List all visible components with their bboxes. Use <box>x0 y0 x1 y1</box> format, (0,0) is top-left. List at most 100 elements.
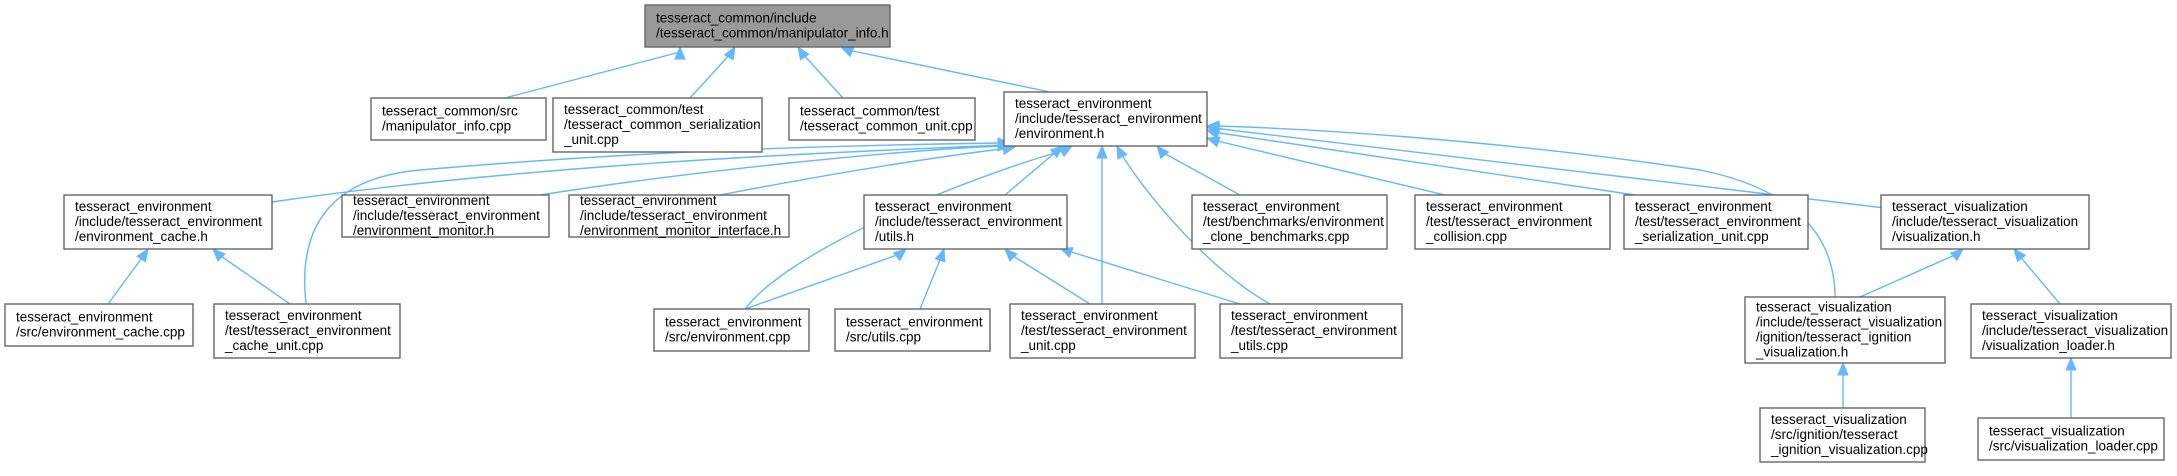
edge-line <box>539 145 1005 196</box>
node-box <box>1759 407 1926 463</box>
node-label-line: _ignition_visualization.cpp <box>1770 442 1928 457</box>
node-label-line: /visualization.h <box>1892 229 1981 244</box>
node-box <box>63 194 273 250</box>
node-box <box>788 97 976 141</box>
node-label-line: tesseract_common/include <box>656 11 817 26</box>
arrowhead <box>1949 248 1964 262</box>
node-box <box>1414 194 1611 250</box>
node-box <box>644 4 891 48</box>
node-utils-h[interactable]: tesseract_environment/include/tesseract_… <box>863 194 1068 250</box>
node-env-unit[interactable]: tesseract_environment/test/tesseract_env… <box>1009 303 1196 359</box>
node-box <box>213 303 401 359</box>
node-box <box>4 303 194 347</box>
node-ign-h[interactable]: tesseract_visualization/include/tesserac… <box>1744 296 1946 364</box>
node-env-cpp[interactable]: tesseract_environment/src/environment.cp… <box>653 308 810 352</box>
node-loader-h[interactable]: tesseract_visualization/include/tesserac… <box>1970 303 2172 359</box>
edge-env-unit-to-env-h <box>1096 144 1108 304</box>
edge-line <box>1212 131 1636 196</box>
node-label-line: tesseract_common/src <box>382 104 518 119</box>
node-box <box>370 97 547 141</box>
node-cache-unit[interactable]: tesseract_environment/test/tesseract_env… <box>213 303 401 359</box>
node-common-src[interactable]: tesseract_common/src/manipulator_info.cp… <box>370 97 547 141</box>
node-label-line: /test/tesseract_environment <box>1021 323 1187 338</box>
edge-line <box>1119 151 1271 305</box>
node-label-line: _clone_benchmarks.cpp <box>1202 229 1349 244</box>
edge-line <box>744 253 901 310</box>
edge-utils-cpp-to-utils-h <box>919 247 946 310</box>
node-label-line: /include/tesseract_environment <box>580 208 767 223</box>
edge-line <box>107 254 145 305</box>
node-box <box>863 194 1068 250</box>
node-box <box>341 194 550 238</box>
node-label-line: tesseract_environment <box>353 193 490 208</box>
node-label-line: tesseract_environment <box>1015 96 1152 111</box>
node-label-line: tesseract_environment <box>16 310 153 325</box>
node-env-h[interactable]: tesseract_environment/include/tesseract_… <box>1003 91 1208 147</box>
node-label-line: /tesseract_common/manipulator_info.h <box>656 26 889 41</box>
node-cache-cpp[interactable]: tesseract_environment/src/environment_ca… <box>4 303 194 347</box>
edge-env-h-to-root <box>839 46 1051 93</box>
arrowhead <box>1058 145 1074 158</box>
node-box <box>834 308 991 352</box>
node-label-line: /include/tesseract_visualization <box>1982 323 2168 338</box>
edge-common-src-to-root <box>504 45 686 99</box>
arrowhead <box>2065 356 2077 371</box>
node-box <box>1744 296 1946 364</box>
edge-line <box>801 52 844 99</box>
edge-line <box>1212 125 1836 298</box>
edge-utils-test-to-env-h <box>1116 144 1271 305</box>
edge-line <box>1859 253 1958 298</box>
edge-line <box>504 51 681 99</box>
edge-ign-cpp-to-ign-h <box>1837 361 1849 408</box>
node-common-ser[interactable]: tesseract_common/test/tesseract_common_s… <box>552 97 763 153</box>
node-label-line: tesseract_environment <box>75 199 212 214</box>
edge-clone-bench-to-env-h <box>1156 145 1241 196</box>
edge-line <box>1004 150 1058 196</box>
arrowhead <box>723 45 736 61</box>
edge-line <box>919 254 943 310</box>
node-label-line: tesseract_visualization <box>1982 308 2118 323</box>
node-cache-h[interactable]: tesseract_environment/include/tesseract_… <box>63 194 273 250</box>
node-label-line: tesseract_environment <box>225 308 362 323</box>
node-monitor-if-h[interactable]: tesseract_environment/include/tesseract_… <box>568 193 790 238</box>
node-viz-h[interactable]: tesseract_visualization/include/tesserac… <box>1880 194 2090 250</box>
node-label-line: tesseract_common/test <box>800 104 940 119</box>
node-label-line: tesseract_visualization <box>1771 412 1907 427</box>
node-label-line: tesseract_environment <box>1635 199 1772 214</box>
node-collision[interactable]: tesseract_environment/test/tesseract_env… <box>1414 194 1611 250</box>
edge-utils-test-to-utils-h <box>1058 247 1241 305</box>
edge-common-ser-to-root <box>689 45 736 99</box>
arrowhead <box>1837 361 1849 376</box>
node-label-line: _unit.cpp <box>1020 338 1076 353</box>
node-label-line: /test/tesseract_environment <box>1426 214 1592 229</box>
node-label-line: /environment.h <box>1015 126 1104 141</box>
node-ign-cpp[interactable]: tesseract_visualization/src/ignition/tes… <box>1759 407 1928 463</box>
edge-line <box>271 144 1005 203</box>
node-label-line: tesseract_environment <box>665 315 802 330</box>
node-box <box>1191 194 1388 250</box>
node-box <box>1623 194 1809 250</box>
node-label-line: /tesseract_common_unit.cpp <box>800 119 973 134</box>
node-label-line: /src/ignition/tesseract <box>1771 427 1898 442</box>
arrowhead <box>2013 247 2027 263</box>
node-clone-bench[interactable]: tesseract_environment/test/benchmarks/en… <box>1191 194 1388 250</box>
node-monitor-h[interactable]: tesseract_environment/include/tesseract_… <box>341 193 550 238</box>
edge-line <box>847 49 1051 93</box>
node-label-line: tesseract_environment <box>846 315 983 330</box>
node-loader-cpp[interactable]: tesseract_visualization/src/visualizatio… <box>1977 417 2165 461</box>
edge-env-cpp-to-utils-h <box>744 248 907 310</box>
node-ser-unit[interactable]: tesseract_environment/test/tesseract_env… <box>1623 194 1809 250</box>
node-label-line: _visualization.h <box>1755 345 1848 360</box>
node-utils-test[interactable]: tesseract_environment/test/tesseract_env… <box>1219 303 1403 359</box>
node-label-line: tesseract_common/test <box>564 102 704 117</box>
node-label-line: /visualization_loader.h <box>1982 338 2115 353</box>
node-label-line: /test/benchmarks/environment <box>1203 214 1384 229</box>
node-utils-cpp[interactable]: tesseract_environment/src/utils.cpp <box>834 308 991 352</box>
edge-common-unit-to-root <box>797 45 844 99</box>
edge-line <box>303 142 1005 305</box>
node-common-unit[interactable]: tesseract_common/test/tesseract_common_u… <box>788 97 976 141</box>
node-root[interactable]: tesseract_common/include/tesseract_commo… <box>644 4 891 48</box>
node-box <box>1219 303 1403 359</box>
edge-line <box>1009 253 1091 305</box>
